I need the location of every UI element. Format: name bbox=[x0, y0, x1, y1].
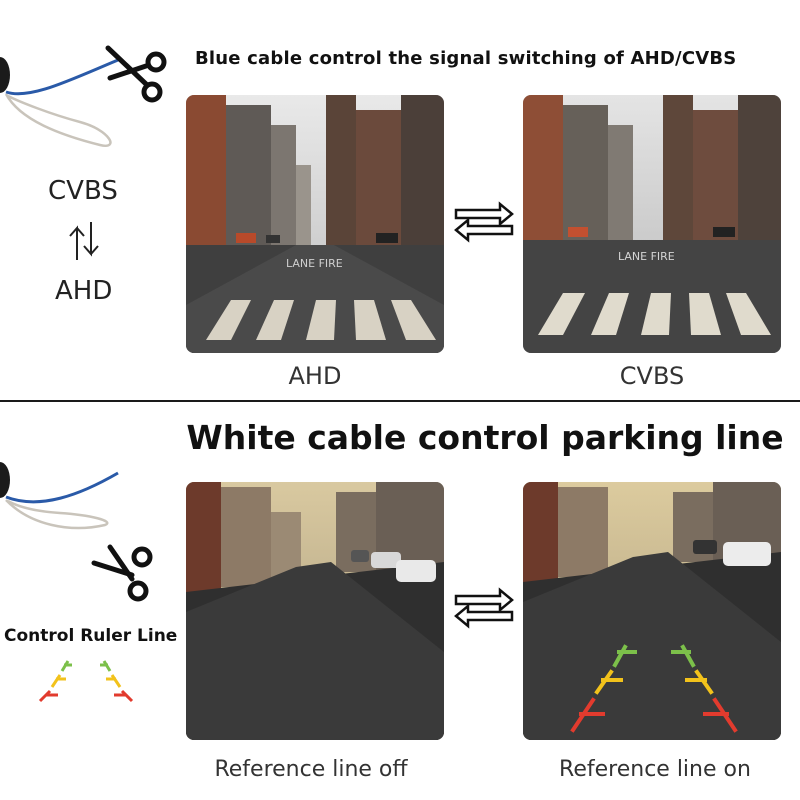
ahd-label: AHD bbox=[55, 276, 113, 306]
cable-illustration-top bbox=[0, 57, 119, 148]
cvbs-label: CVBS bbox=[48, 176, 118, 206]
ahd-caption: AHD bbox=[288, 362, 342, 390]
ahd-camera-image: LANE FIRE bbox=[186, 95, 444, 353]
cvbs-camera-image: LANE FIRE bbox=[523, 95, 781, 353]
section-divider bbox=[0, 400, 800, 402]
ruler-line-icon bbox=[38, 660, 134, 703]
ruler-label: Control Ruler Line bbox=[4, 626, 178, 646]
road-text: LANE FIRE bbox=[286, 257, 343, 270]
reference-on-caption: Reference line on bbox=[559, 757, 751, 782]
road-text: LANE FIRE bbox=[618, 250, 675, 263]
reference-on-image bbox=[523, 482, 781, 740]
top-title: Blue cable control the signal switching … bbox=[195, 48, 737, 69]
scissors-icon bbox=[91, 544, 153, 602]
cvbs-caption: CVBS bbox=[619, 362, 685, 390]
updown-arrows-icon bbox=[69, 222, 99, 260]
reference-off-caption: Reference line off bbox=[214, 757, 408, 782]
scissors-icon bbox=[105, 45, 167, 103]
cable-illustration-bottom bbox=[0, 462, 119, 530]
bottom-title: White cable control parking line bbox=[186, 418, 784, 457]
reference-off-image bbox=[186, 482, 444, 740]
swap-arrows-icon bbox=[454, 201, 514, 243]
swap-arrows-icon bbox=[454, 587, 514, 629]
